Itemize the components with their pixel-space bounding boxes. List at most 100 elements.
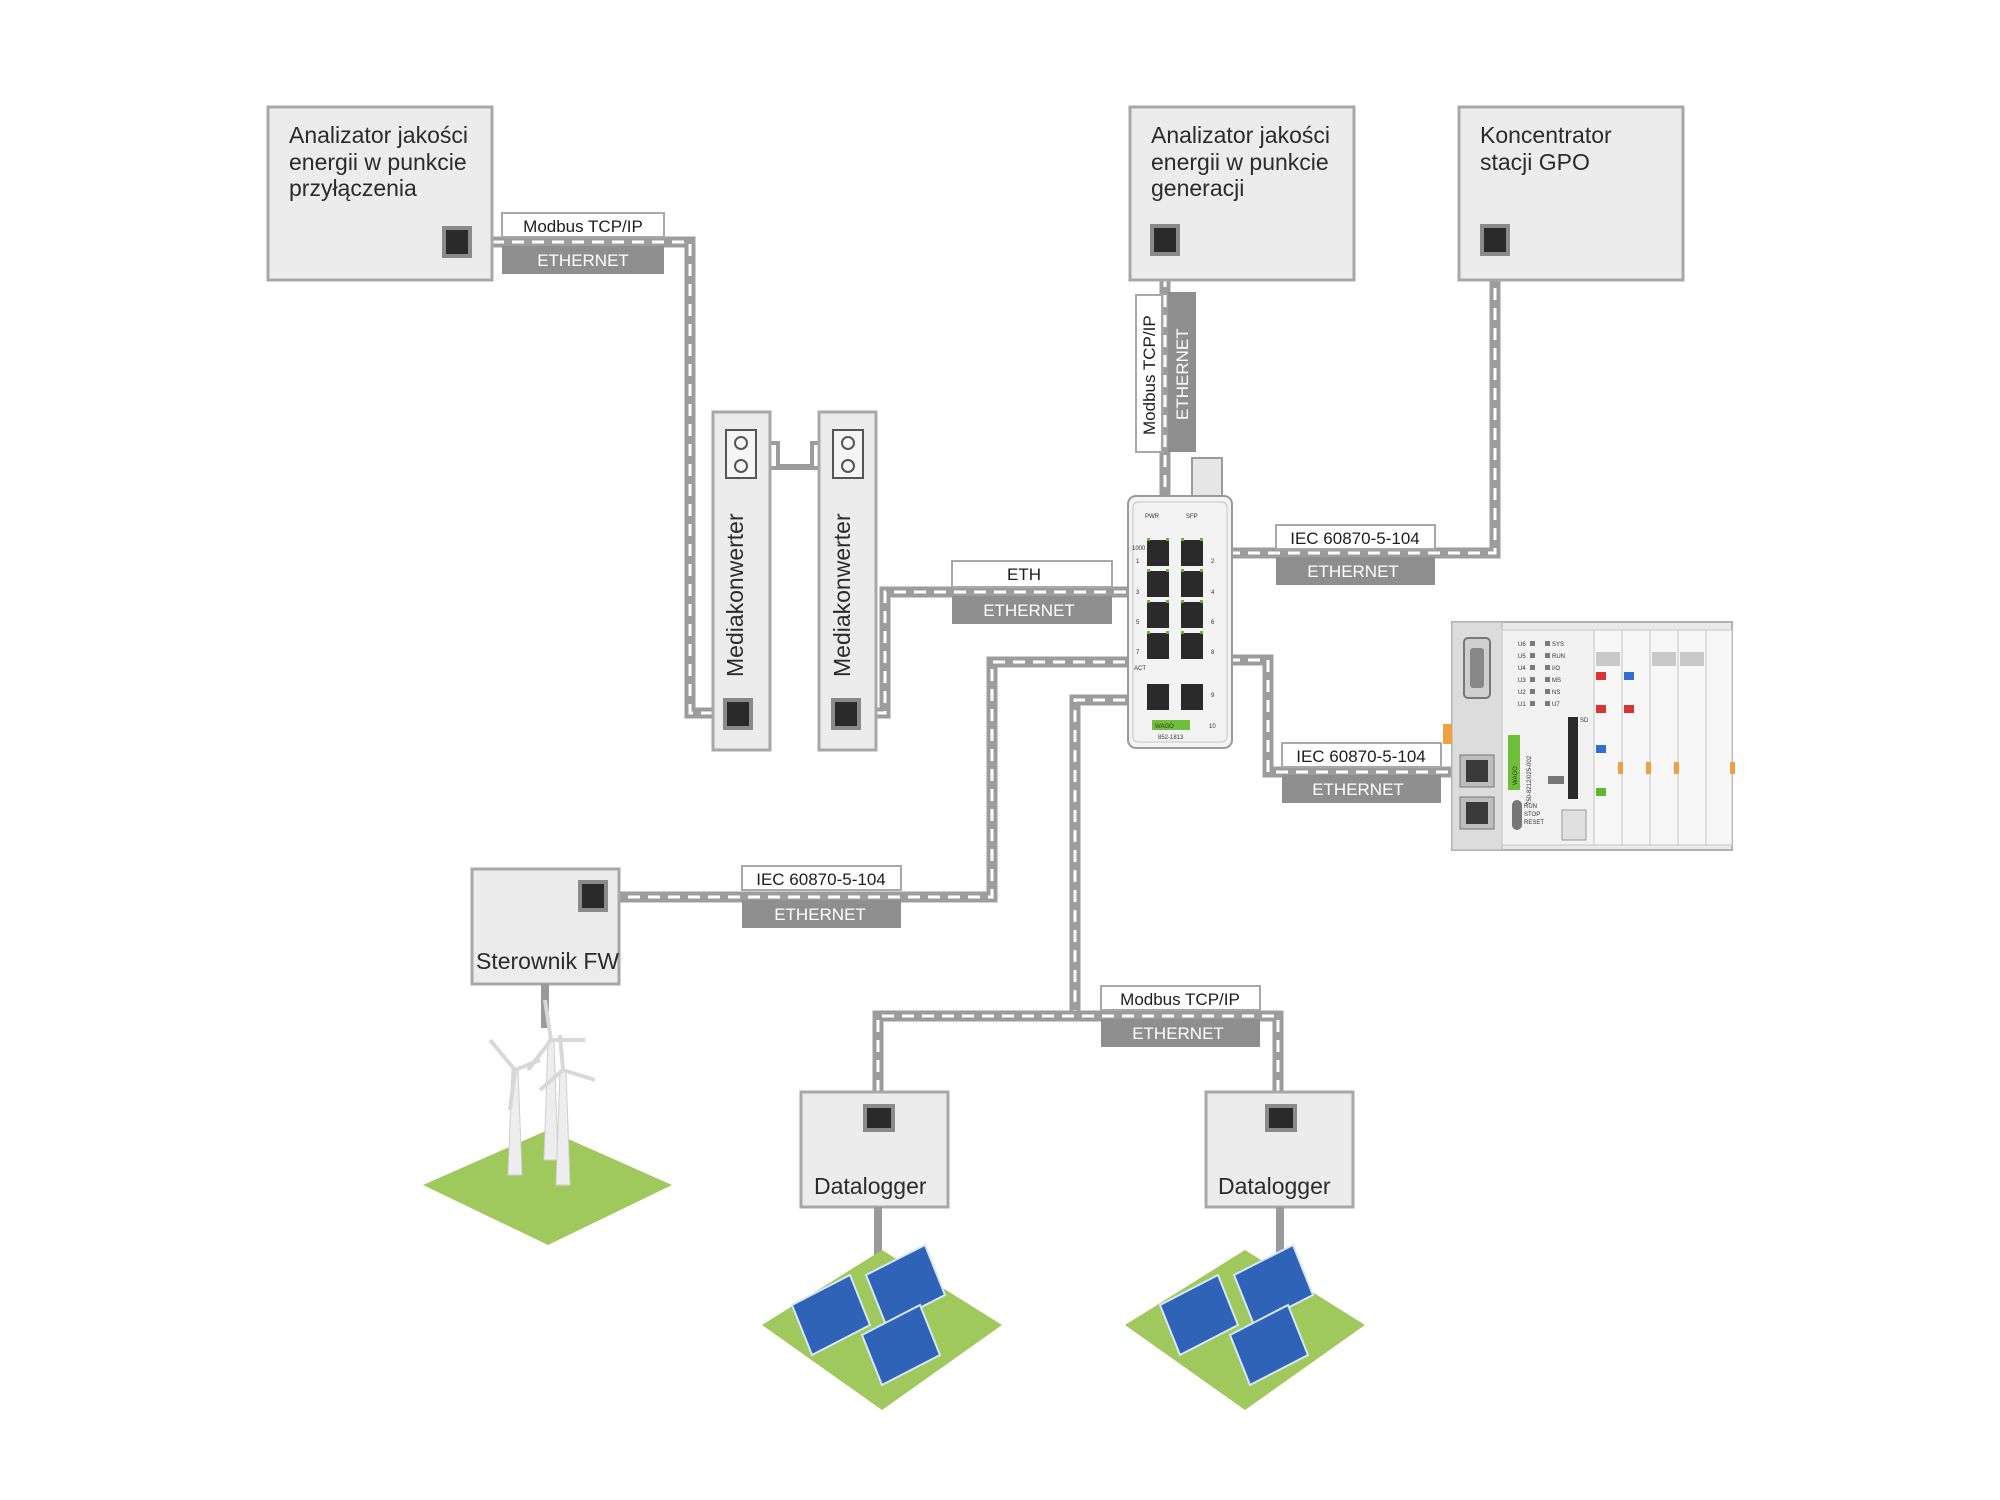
svg-text:SFP: SFP	[1186, 514, 1198, 520]
gpo-concentrator-box: Koncentrator stacji GPO	[1457, 105, 1685, 282]
svg-text:STOP: STOP	[1524, 812, 1540, 818]
link-label-media-converter: ETH ETHERNET	[951, 560, 1113, 624]
gpo-concentrator-label: Koncentrator stacji GPO	[1480, 122, 1618, 175]
svg-text:MS: MS	[1552, 678, 1561, 684]
svg-text:3: 3	[1136, 590, 1140, 596]
cable-fw-controller	[615, 656, 1145, 903]
solar-farm-1-illustration	[762, 1207, 1002, 1410]
link-label-dataloggers: Modbus TCP/IP ETHERNET	[1100, 985, 1261, 1047]
svg-text:7: 7	[1136, 650, 1140, 656]
svg-text:1: 1	[1136, 559, 1140, 565]
rj45-port-icon	[1480, 224, 1510, 256]
svg-text:ETHERNET: ETHERNET	[537, 251, 629, 270]
sd-card-slot-icon	[1568, 717, 1578, 799]
solar-panel-icon	[1158, 1243, 1315, 1387]
rj45-port-icon	[442, 226, 472, 258]
svg-text:9: 9	[1211, 693, 1215, 699]
svg-text:U4: U4	[1518, 666, 1526, 672]
svg-text:750-8212/025-002: 750-8212/025-002	[1527, 755, 1533, 805]
rj45-port-icon	[578, 880, 608, 912]
svg-text:4: 4	[1211, 590, 1215, 596]
datalogger-1-box: Datalogger	[799, 1090, 950, 1209]
svg-text:ETHERNET: ETHERNET	[774, 905, 866, 924]
rj45-port-icon	[831, 698, 861, 730]
svg-text:SYS: SYS	[1552, 642, 1564, 648]
analyzer-generation-label: Analizator jakości energii w punkcie gen…	[1151, 122, 1336, 201]
svg-text:Modbus TCP/IP: Modbus TCP/IP	[1140, 315, 1159, 435]
datalogger-1-label: Datalogger	[814, 1173, 927, 1199]
svg-text:SD: SD	[1580, 718, 1589, 724]
solar-panel-icon	[790, 1243, 947, 1387]
svg-text:ACT: ACT	[1134, 666, 1146, 672]
svg-text:8: 8	[1211, 650, 1215, 656]
svg-text:RESET: RESET	[1524, 820, 1544, 826]
datalogger-2-box: Datalogger	[1204, 1090, 1355, 1209]
svg-text:U7: U7	[1552, 702, 1560, 708]
network-switch: PWR SFP 1000 1 2 3 4 5 6 7 8 ACT 9 10	[1127, 457, 1233, 749]
wago-logo-icon	[1152, 720, 1190, 730]
io-modules	[1593, 629, 1735, 846]
svg-text:IEC 60870-5-104: IEC 60870-5-104	[756, 870, 885, 889]
svg-text:RUN: RUN	[1552, 654, 1565, 660]
fw-controller-label: Sterownik FW	[476, 948, 619, 974]
fiber-port-icon	[832, 429, 864, 479]
media-converter-2: Mediakonwerter	[817, 410, 878, 752]
wind-farm-illustration	[423, 984, 672, 1245]
link-label-gpo-concentrator: IEC 60870-5-104 ETHERNET	[1275, 524, 1436, 585]
svg-text:ETH: ETH	[1007, 565, 1041, 584]
wago-logo-icon	[1508, 735, 1520, 790]
rj45-port-icon	[1265, 1104, 1297, 1132]
svg-text:RUN: RUN	[1524, 804, 1537, 810]
svg-text:ETHERNET: ETHERNET	[1312, 780, 1404, 799]
fiber-port-icon	[725, 429, 757, 479]
media-converter-1-label: Mediakonwerter	[722, 513, 748, 677]
svg-text:IEC 60870-5-104: IEC 60870-5-104	[1296, 747, 1425, 766]
svg-text:NS: NS	[1552, 690, 1560, 696]
svg-text:ETHERNET: ETHERNET	[1173, 328, 1192, 420]
svg-text:IEC 60870-5-104: IEC 60870-5-104	[1290, 529, 1419, 548]
plc-controller: U6 U5 U4 U3 U2 U1 SYS RUN I/O MS NS U7 W…	[1443, 621, 1735, 851]
svg-text:Modbus TCP/IP: Modbus TCP/IP	[1120, 990, 1240, 1009]
analyzer-generation-box: Analizator jakości energii w punkcie gen…	[1128, 105, 1356, 282]
link-label-analyzer-generation: Modbus TCP/IP ETHERNET	[1135, 292, 1196, 453]
rj45-port-icon	[723, 698, 753, 730]
svg-text:ETHERNET: ETHERNET	[1307, 562, 1399, 581]
svg-text:10: 10	[1209, 724, 1216, 730]
solar-farm-2-illustration	[1125, 1207, 1365, 1410]
cable-gpo-concentrator	[1208, 255, 1501, 559]
svg-text:U6: U6	[1518, 642, 1526, 648]
fw-controller-box: Sterownik FW	[470, 867, 621, 986]
svg-text:852-1813: 852-1813	[1158, 735, 1184, 741]
link-label-analyzer-connection: Modbus TCP/IP ETHERNET	[501, 212, 665, 274]
switch-led-icons	[1147, 538, 1203, 634]
svg-text:PWR: PWR	[1145, 514, 1160, 520]
svg-text:U1: U1	[1518, 702, 1526, 708]
wind-turbine-icon	[488, 999, 596, 1186]
plc-led-labels: U6 U5 U4 U3 U2 U1 SYS RUN I/O MS NS U7	[1518, 642, 1565, 708]
serial-port-icon	[1463, 637, 1491, 699]
cable-wago-controller	[1208, 654, 1460, 778]
switch-port-icons	[1147, 540, 1203, 710]
rj45-port-icon	[1150, 224, 1180, 256]
media-converter-2-label: Mediakonwerter	[829, 513, 855, 677]
rj45-port-icon	[863, 1104, 895, 1132]
svg-text:5: 5	[1136, 620, 1140, 626]
analyzer-connection-box: Analizator jakości energii w punkcie prz…	[266, 105, 494, 282]
svg-text:ETHERNET: ETHERNET	[983, 601, 1075, 620]
svg-text:U3: U3	[1518, 678, 1526, 684]
svg-text:U2: U2	[1518, 690, 1526, 696]
svg-text:Modbus TCP/IP: Modbus TCP/IP	[523, 217, 643, 236]
datalogger-2-label: Datalogger	[1218, 1173, 1331, 1199]
svg-text:ETHERNET: ETHERNET	[1132, 1024, 1224, 1043]
mode-switch-icon	[1512, 800, 1522, 830]
svg-text:6: 6	[1211, 620, 1215, 626]
analyzer-connection-label: Analizator jakości energii w punkcie prz…	[289, 122, 474, 201]
ethernet-cables	[472, 236, 1501, 1112]
link-label-fw-controller: IEC 60870-5-104 ETHERNET	[741, 865, 902, 928]
link-label-wago-controller: IEC 60870-5-104 ETHERNET	[1281, 742, 1442, 803]
svg-text:I/O: I/O	[1552, 666, 1560, 672]
svg-text:2: 2	[1211, 559, 1215, 565]
media-converter-1: Mediakonwerter	[711, 410, 772, 752]
svg-text:U5: U5	[1518, 654, 1526, 660]
